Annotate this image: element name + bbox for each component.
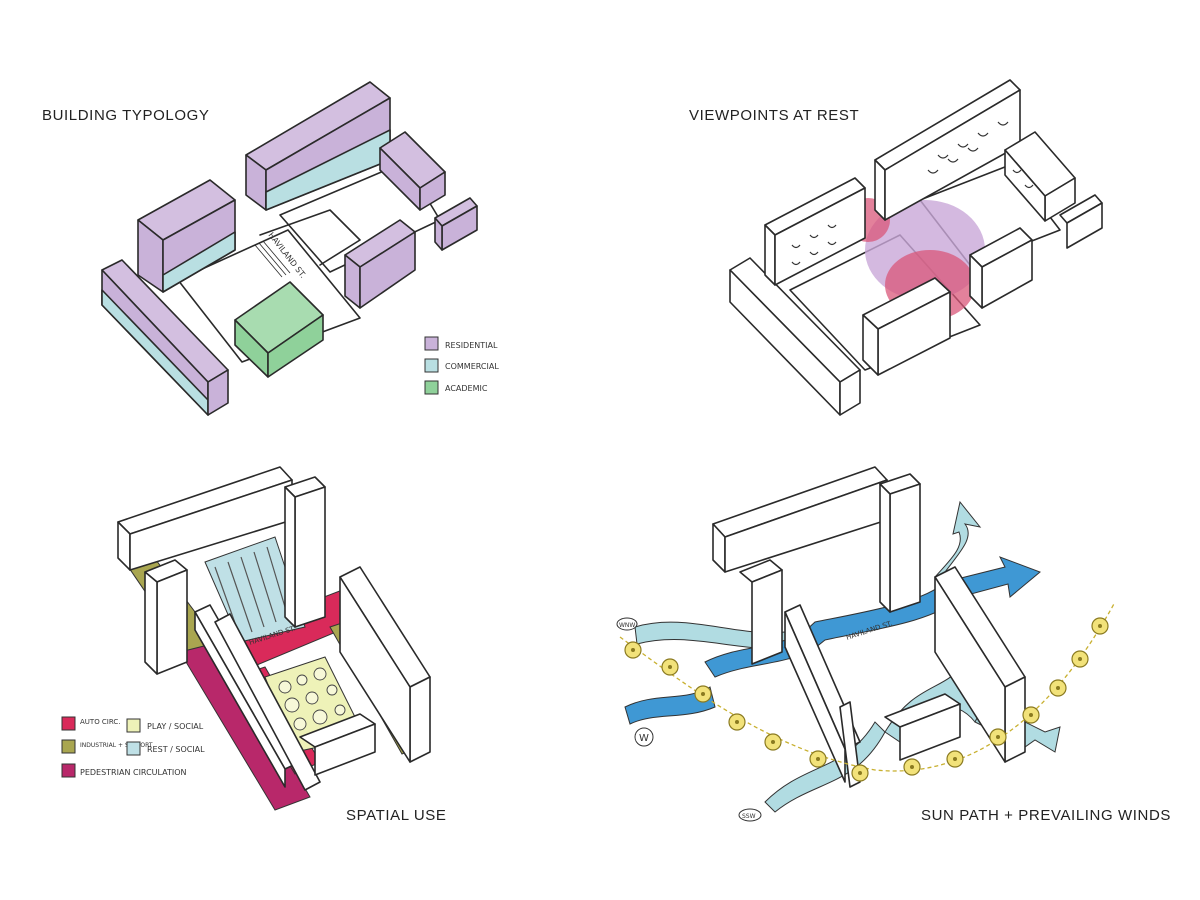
legend-swatch-commercial xyxy=(424,358,439,373)
panel-sun-wind: SUN PATH + PREVAILING WINDS xyxy=(615,462,1170,832)
residential-block-4 xyxy=(379,131,446,211)
legend-label-industrial: INDUSTRIAL + SUPPORT xyxy=(80,742,153,749)
spatial-buildings xyxy=(117,466,431,791)
legend-label-auto: AUTO CIRC. xyxy=(80,718,121,726)
compass-ssw-circle xyxy=(738,808,762,822)
legend-swatch-pedestrian xyxy=(61,763,76,778)
viewpoints-diagram xyxy=(729,79,1103,416)
residential-block-3 xyxy=(245,81,391,211)
legend-label-pedestrian: PEDESTRIAN CIRCULATION xyxy=(80,768,187,777)
legend-swatch-academic xyxy=(424,380,439,395)
residential-block-2 xyxy=(137,179,236,293)
legend-label-play: PLAY / SOCIAL xyxy=(147,722,204,731)
panel-title: SUN PATH + PREVAILING WINDS xyxy=(921,807,1171,824)
legend-label-residential: RESIDENTIAL xyxy=(445,341,498,350)
compass-wnw-circle xyxy=(616,617,638,631)
compass-w-circle xyxy=(634,727,654,747)
spatial-legend: AUTO CIRC. PLAY / SOCIAL INDUSTRIAL + SU… xyxy=(61,716,205,778)
viewer-marks xyxy=(791,121,1034,266)
panel-title: VIEWPOINTS AT REST xyxy=(689,107,860,124)
legend-swatch-auto xyxy=(61,716,76,731)
viewpoints-buildings xyxy=(729,79,1103,416)
sun-wind-diagram: HAVILAND ST. WNW W SSW xyxy=(616,466,1116,822)
compass-ssw: SSW xyxy=(742,813,756,820)
spatial-diagram: HAVILAND ST. AUTO CIRC. PLAY / SOCIAL IN… xyxy=(61,466,431,811)
compass-markers: WNW W SSW xyxy=(616,617,762,822)
legend-label-commercial: COMMERCIAL xyxy=(445,362,499,371)
compass-wnw: WNW xyxy=(619,622,635,629)
legend-swatch-industrial xyxy=(61,739,76,754)
academic-block xyxy=(234,281,324,378)
sun-buildings xyxy=(712,466,1026,788)
typology-diagram: HAVILAND ST. RESIDENTIAL COMMERCIAL ACAD… xyxy=(101,81,499,416)
panel-viewpoints: VIEWPOINTS AT REST xyxy=(680,70,1130,435)
panel-spatial-use: SPATIAL USE xyxy=(30,462,550,832)
legend-label-academic: ACADEMIC xyxy=(445,384,488,393)
sun-marker-centers xyxy=(631,624,1102,775)
residential-block-1 xyxy=(101,259,229,416)
compass-w: W xyxy=(639,733,649,744)
panel-title: SPATIAL USE xyxy=(346,807,447,824)
legend-swatch-play xyxy=(126,718,141,733)
sun-path-line xyxy=(619,601,1116,772)
street-hatch xyxy=(254,240,291,278)
legend-swatch-residential xyxy=(424,336,439,351)
panel-building-typology: BUILDING TYPOLOGY xyxy=(30,70,530,435)
residential-block-6 xyxy=(344,219,416,309)
typology-legend: RESIDENTIAL COMMERCIAL ACADEMIC xyxy=(424,336,499,395)
sp-front-bar xyxy=(214,613,321,791)
panel-title: BUILDING TYPOLOGY xyxy=(42,107,210,124)
legend-label-rest: REST / SOCIAL xyxy=(147,745,205,754)
legend-swatch-rest xyxy=(126,741,141,756)
residential-block-5 xyxy=(434,197,478,251)
